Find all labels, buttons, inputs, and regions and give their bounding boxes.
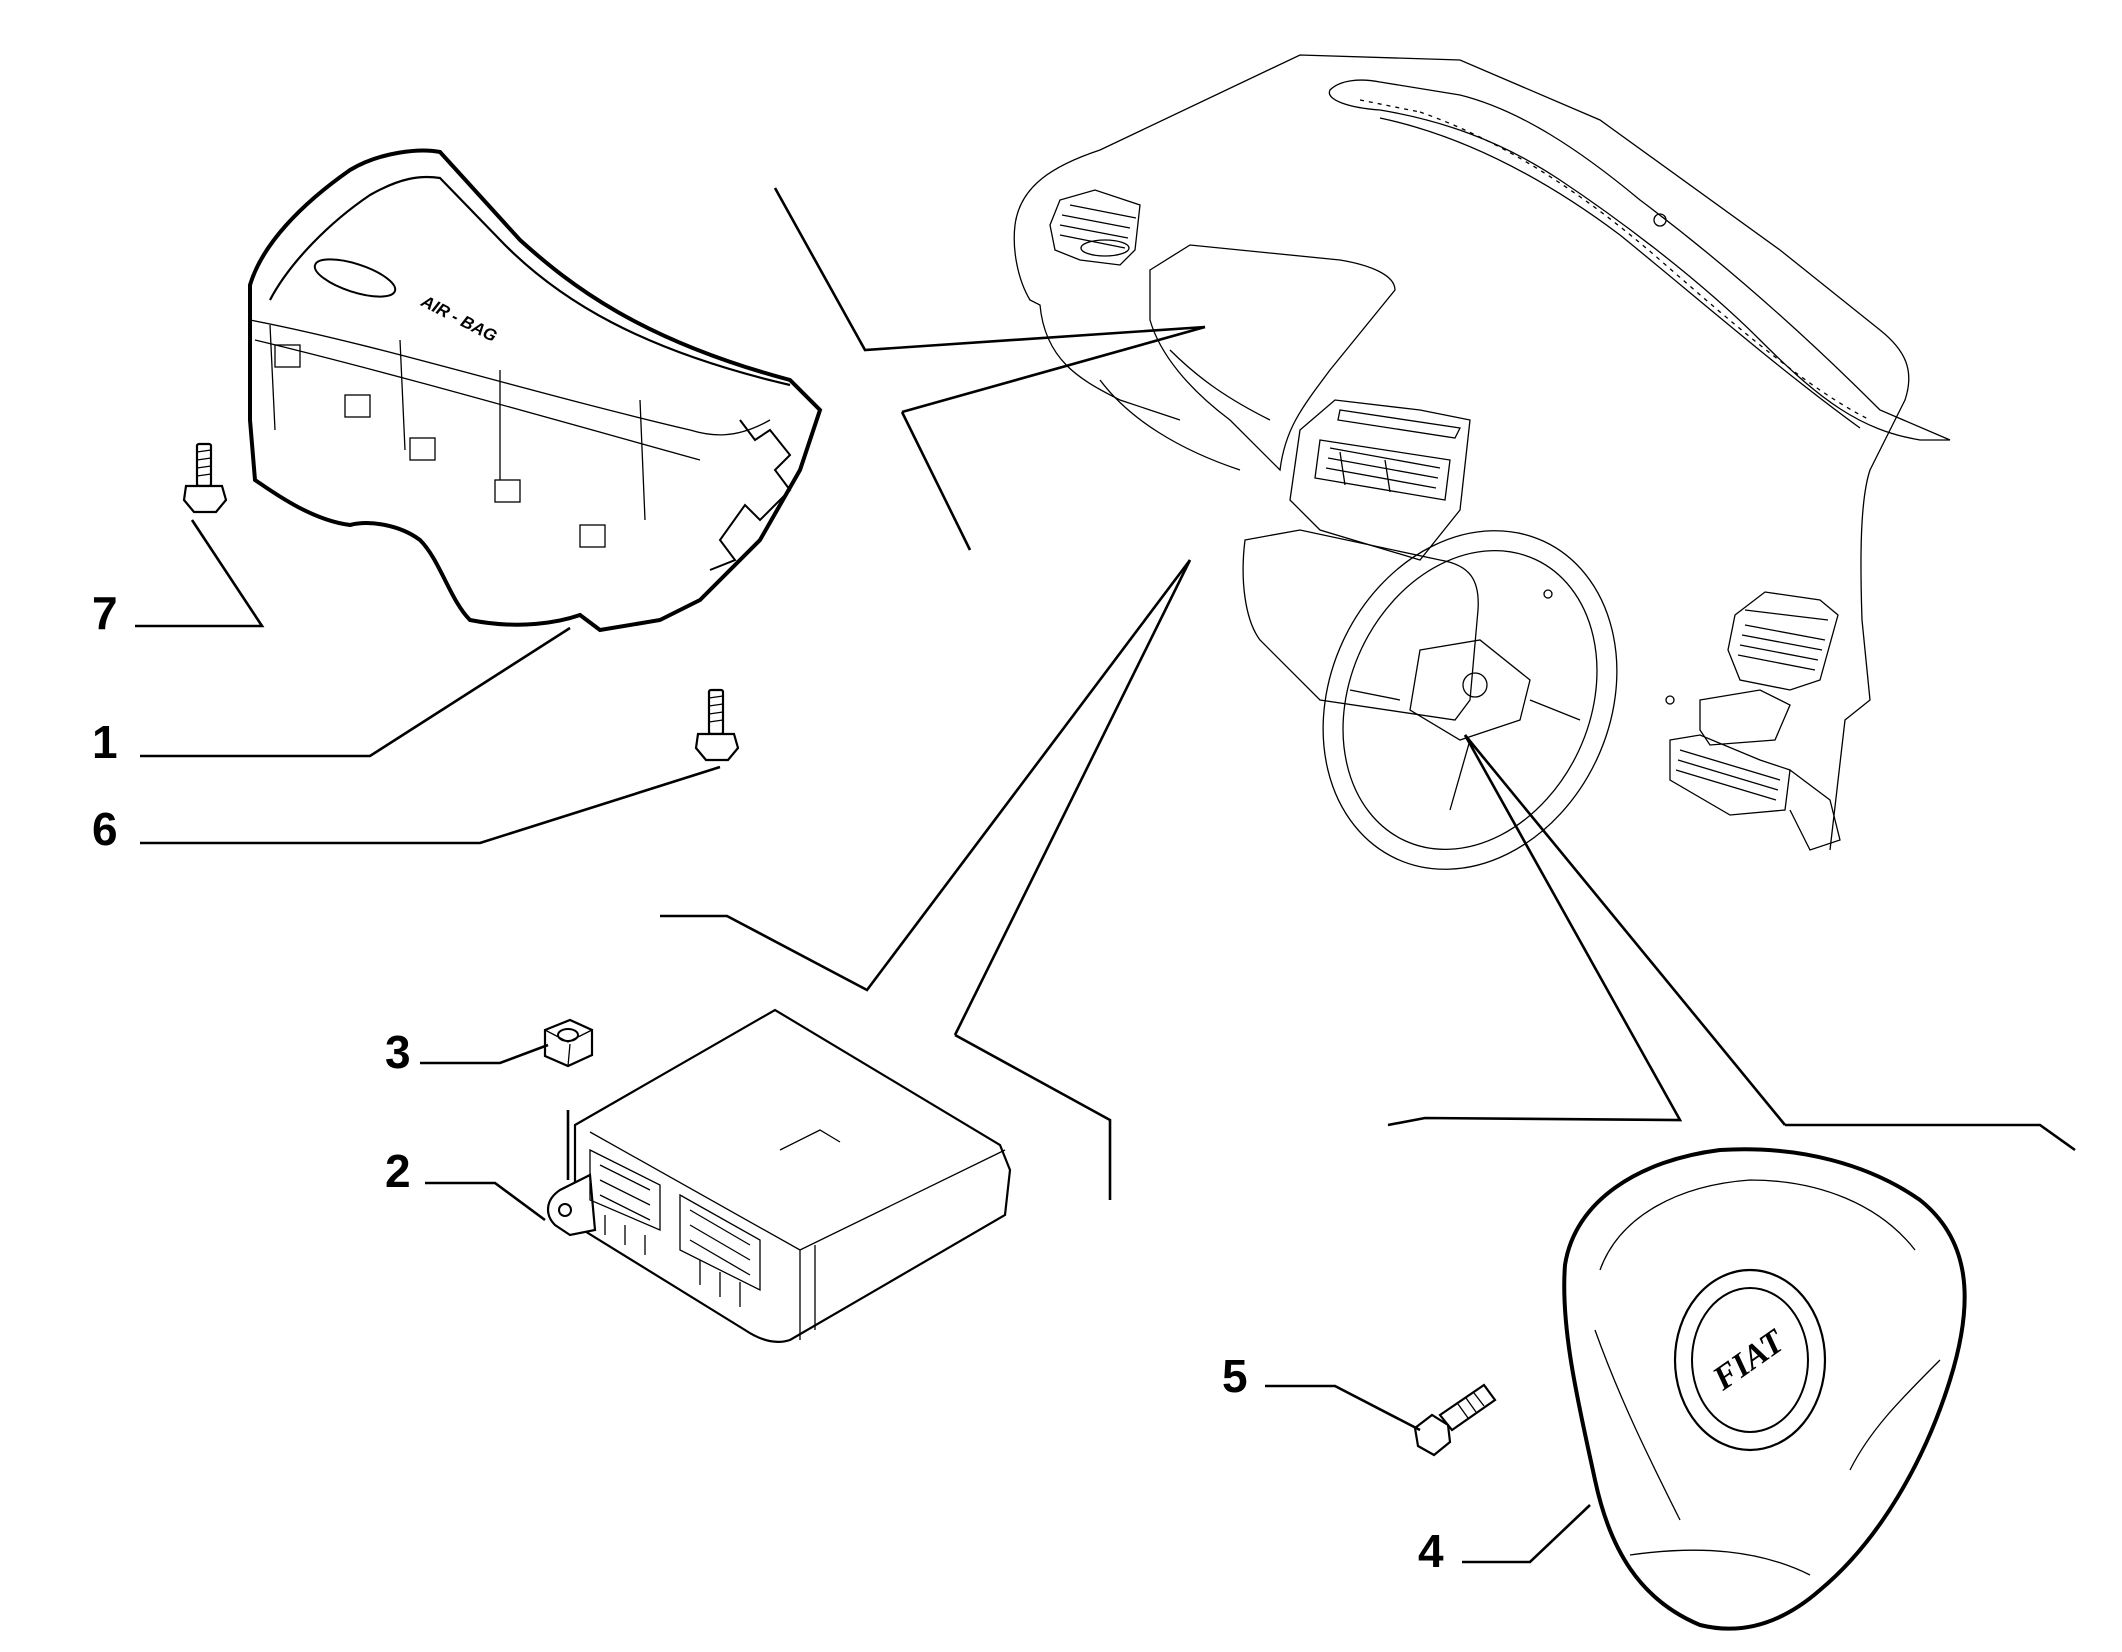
nut-part-3 <box>543 1018 594 1068</box>
callout-5: 5 <box>1222 1350 1248 1402</box>
airbag-control-unit <box>547 1008 1012 1344</box>
dashboard-assembly <box>1013 54 1951 870</box>
bolt-part-5 <box>1413 1383 1497 1457</box>
leader-lines <box>135 187 2076 1564</box>
callout-labels: 1 2 3 4 5 6 7 <box>92 587 1444 1577</box>
driver-airbag-module: FIAT <box>1562 1147 1967 1631</box>
callout-4: 4 <box>1418 1525 1444 1577</box>
callout-3: 3 <box>385 1026 411 1078</box>
callout-1: 1 <box>92 716 118 768</box>
callout-2: 2 <box>385 1145 411 1197</box>
bolt-part-6 <box>694 688 740 762</box>
callout-6: 6 <box>92 803 118 855</box>
bolt-part-7 <box>182 442 228 514</box>
callout-7: 7 <box>92 587 118 639</box>
passenger-airbag-module: AIR - BAG <box>248 148 823 633</box>
